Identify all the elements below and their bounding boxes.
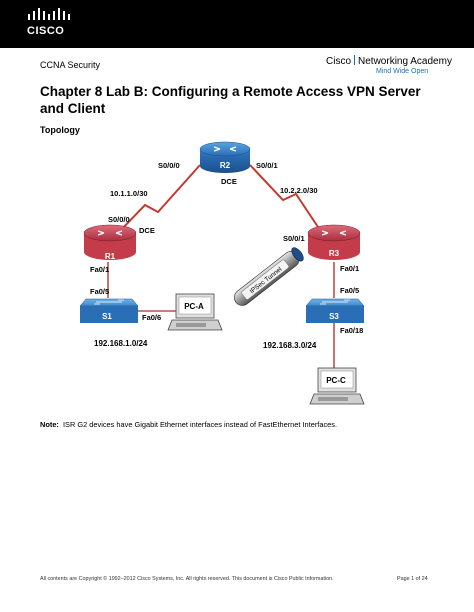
r2-s000-label: S0/0/0 <box>158 161 180 170</box>
r3-s001-label: S0/0/1 <box>283 234 305 243</box>
header-bar: CISCO <box>0 0 474 48</box>
networking-academy-logo: Cisco Networking Academy Mind Wide Open <box>326 55 452 81</box>
serial-link-r1-r2 <box>118 164 201 233</box>
lan3-label: 192.168.3.0/24 <box>263 341 317 350</box>
s3-label: S3 <box>329 312 339 321</box>
academy-name: Networking Academy <box>358 56 452 67</box>
r1-label: R1 <box>105 252 116 261</box>
r3-label: R3 <box>329 249 340 258</box>
pc-a-icon <box>167 293 223 331</box>
r2-label: R2 <box>220 161 231 170</box>
r3-fa01-label: Fa0/1 <box>340 264 359 273</box>
footer-copyright: All contents are Copyright © 1992–2012 C… <box>40 576 334 582</box>
s3-fa018-label: Fa0/18 <box>340 326 363 335</box>
switch-s3 <box>305 298 365 323</box>
course-name: CCNA Security <box>40 60 101 70</box>
pca-label: PC-A <box>184 302 204 311</box>
r2-s001-label: S0/0/1 <box>256 161 278 170</box>
note: Note: ISR G2 devices have Gigabit Ethern… <box>40 420 337 429</box>
router-r2 <box>199 141 251 173</box>
academy-cisco: Cisco <box>326 56 352 67</box>
wan2-label: 10.2.2.0/30 <box>280 186 318 195</box>
r1-dce-label: DCE <box>139 226 155 235</box>
page-title: Chapter 8 Lab B: Configuring a Remote Ac… <box>40 84 421 116</box>
ipsec-tunnel: IPSec Tunnel <box>234 247 304 306</box>
r1-fa01-label: Fa0/1 <box>90 265 109 274</box>
r1-s000-label: S0/0/0 <box>108 215 130 224</box>
lan1-label: 192.168.1.0/24 <box>94 339 148 348</box>
footer-page-number: Page 1 of 24 <box>397 576 428 582</box>
wan1-label: 10.1.1.0/30 <box>110 189 148 198</box>
section-heading: Topology <box>40 125 80 135</box>
cisco-bars-icon <box>28 8 70 20</box>
switch-s1 <box>79 298 139 323</box>
router-r1 <box>83 224 137 260</box>
note-label: Note: <box>40 420 59 429</box>
pc-c-icon <box>309 367 365 405</box>
s1-fa05-label: Fa0/5 <box>90 287 109 296</box>
note-text: ISR G2 devices have Gigabit Ethernet int… <box>63 420 338 429</box>
cisco-wordmark: CISCO <box>27 25 65 37</box>
serial-link-r2-r3 <box>249 164 321 231</box>
s3-fa05-label: Fa0/5 <box>340 286 359 295</box>
cisco-logo: CISCO <box>27 8 77 40</box>
s1-fa06-label: Fa0/6 <box>142 313 161 322</box>
s1-label: S1 <box>102 312 112 321</box>
academy-tagline: Mind Wide Open <box>376 68 429 75</box>
pcc-label: PC-C <box>326 376 346 385</box>
router-r3 <box>307 224 361 260</box>
r2-dce-label: DCE <box>221 177 237 186</box>
